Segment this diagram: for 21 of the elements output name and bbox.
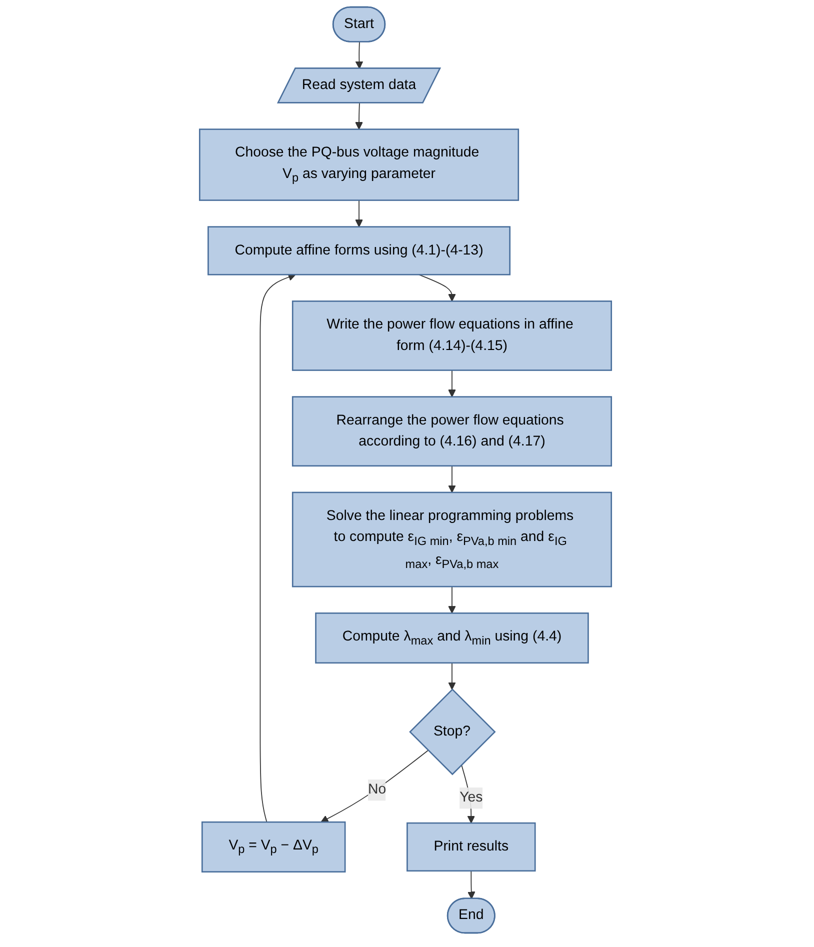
edge-label: Yes	[459, 790, 482, 806]
node-box: Solve the linear programming problems to compute ε$_{IG min}$, ε$_{PVa,b min}$ and ε$_{IG}$ $_{max}$, ε$_{PVa,b max}$	[291, 492, 612, 588]
node-box: V$_{p}$ = V$_{p}$ − ΔV$_{p}$	[200, 821, 346, 872]
arrow	[354, 42, 363, 69]
node-box: Rearrange the power flow equations according to (4.16) and (4.17)	[291, 396, 612, 467]
arrow	[466, 870, 475, 900]
node-box: Compute λ$_{max}$ and λ$_{min}$ using (4.4)	[314, 612, 588, 664]
arrow	[354, 102, 362, 130]
arrow	[448, 370, 456, 398]
node-diamond: Stop?	[408, 688, 496, 776]
edge-label: No	[367, 782, 386, 798]
node-box: Compute affine forms using (4.1)-(4-13)	[207, 226, 510, 276]
arrow	[354, 200, 362, 228]
arrow	[320, 750, 428, 822]
node-box: Choose the PQ-bus voltage magnitude V$_{p}$ as varying parameter	[198, 128, 519, 201]
node-box: Write the power flow equations in affine form (4.14)-(4.15)	[291, 300, 612, 371]
arrow	[259, 273, 296, 823]
arrow	[448, 586, 456, 614]
arrow	[448, 662, 456, 690]
arrow	[448, 465, 456, 493]
node-box: Print results	[406, 822, 536, 872]
